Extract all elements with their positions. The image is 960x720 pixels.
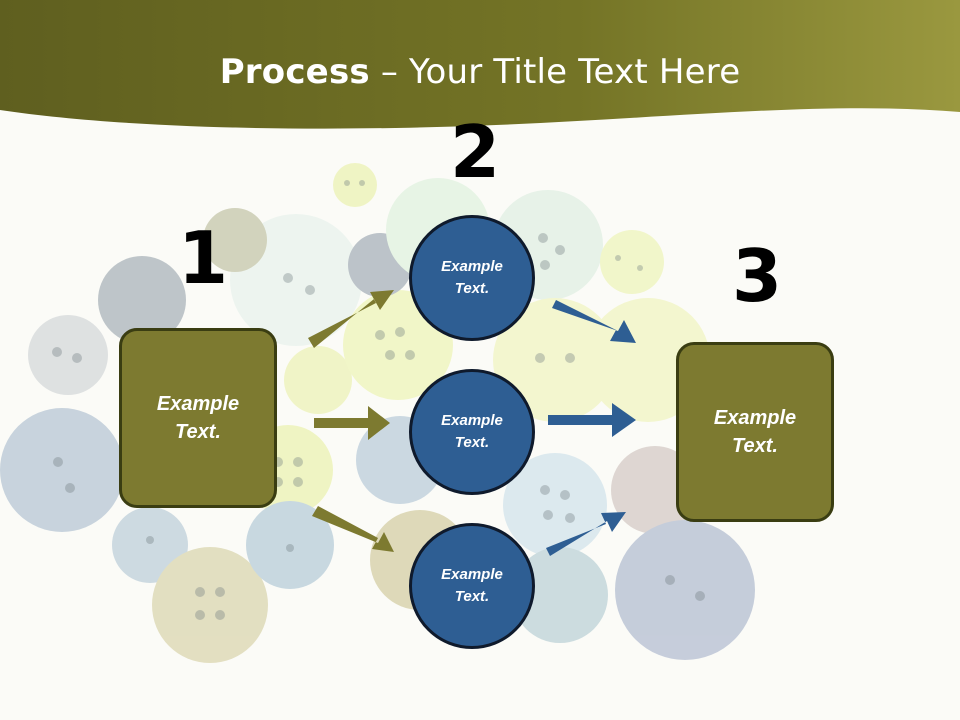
arrow-down-right-blue (552, 300, 636, 343)
header-band (0, 0, 960, 129)
circle-bottom: Example Text. (409, 523, 535, 649)
circle-top-text: Example Text. (441, 257, 503, 298)
arrow-right (314, 406, 390, 440)
circle-middle-text: Example Text. (441, 411, 503, 452)
decorative-buttons (0, 163, 755, 663)
circle-top: Example Text. (409, 215, 535, 341)
circle-bottom-text: Example Text. (441, 565, 503, 606)
step-number-3: 3 (732, 234, 783, 318)
olive-arrows (308, 290, 394, 552)
step-3-box: Example Text. (676, 342, 834, 522)
arrow-down-right (312, 506, 394, 552)
arrow-up-right-blue (546, 512, 626, 556)
arrow-up-right (308, 290, 394, 348)
slide-title: Process – Your Title Text Here (0, 52, 960, 92)
step-3-text: Example Text. (713, 407, 797, 457)
step-1-box: Example Text. (119, 328, 277, 508)
circle-middle: Example Text. (409, 369, 535, 495)
arrow-right-blue (548, 403, 636, 437)
title-bold: Process (219, 52, 370, 92)
title-rest: – Your Title Text Here (369, 52, 741, 92)
step-number-2: 2 (450, 110, 501, 194)
step-1-text: Example Text. (156, 393, 240, 443)
step-number-1: 1 (178, 216, 229, 300)
blue-arrows (546, 300, 636, 556)
button-holes (52, 180, 705, 620)
